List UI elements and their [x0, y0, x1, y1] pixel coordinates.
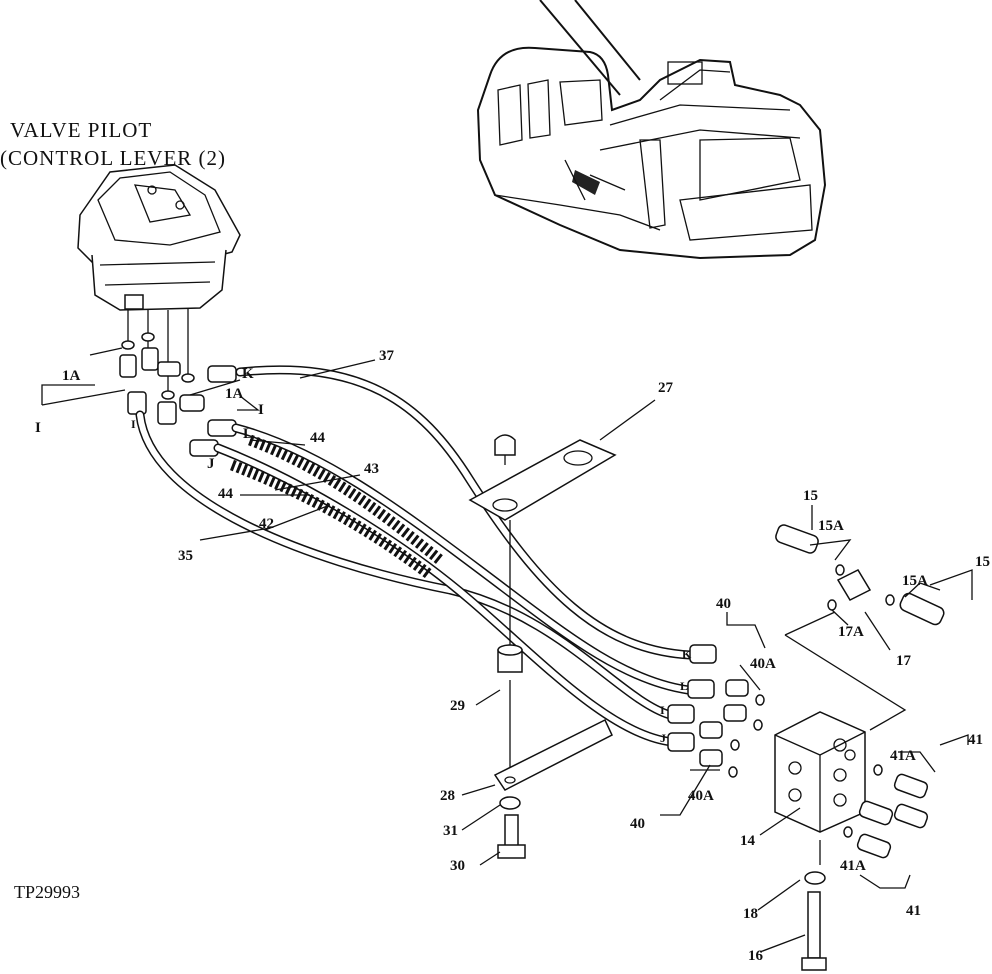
- leader-lines: [41, 347, 973, 953]
- callout-K-a: K: [242, 366, 254, 382]
- callout-15-a: 15: [803, 488, 818, 504]
- callout-1A-b: 1A: [225, 386, 244, 402]
- callout-44-b: 44: [218, 486, 234, 502]
- title-line-2: (CONTROL LEVER (2): [0, 146, 226, 170]
- callout-15A-a: 15A: [818, 518, 844, 534]
- pilot-fittings: [119, 332, 237, 457]
- callout-40-a: 40: [716, 596, 731, 612]
- valve-pilot: [77, 164, 241, 392]
- callout-43: 43: [364, 461, 379, 477]
- excavator-illustration: [476, 0, 827, 260]
- callout-41A-b: 41A: [840, 858, 866, 874]
- callout-41A-a: 41A: [890, 748, 916, 764]
- callout-14: 14: [740, 833, 756, 849]
- callout-J-b: J: [660, 731, 666, 745]
- callout-I-c: I: [258, 402, 264, 418]
- mounting-hardware: [468, 434, 827, 971]
- callout-29: 29: [450, 698, 465, 714]
- callout-30: 30: [450, 858, 465, 874]
- callout-J-a: J: [207, 456, 215, 472]
- callout-L-b: L: [680, 679, 688, 693]
- callout-35: 35: [178, 548, 193, 564]
- hose-guards: [230, 434, 444, 580]
- callout-I-d: I: [660, 703, 665, 717]
- pressure-switches: [775, 524, 945, 731]
- title-line-1: VALVE PILOT: [10, 118, 152, 142]
- callout-41-b: 41: [906, 903, 921, 919]
- callout-44-a: 44: [310, 430, 326, 446]
- manifold-block: [774, 711, 866, 833]
- callout-31: 31: [443, 823, 458, 839]
- callout-L-a: L: [243, 426, 253, 442]
- block-fittings: [667, 644, 765, 778]
- callout-28: 28: [440, 788, 455, 804]
- fittings-41: [843, 764, 929, 859]
- callout-42: 42: [259, 516, 274, 532]
- callout-27: 27: [658, 380, 674, 396]
- callout-40-b: 40: [630, 816, 645, 832]
- callout-15-b: 15: [975, 554, 990, 570]
- callout-17: 17: [896, 653, 912, 669]
- callout-40A-a: 40A: [750, 656, 776, 672]
- callout-40A-b: 40A: [688, 788, 714, 804]
- callout-15A-b: 15A: [902, 573, 928, 589]
- callout-18: 18: [743, 906, 758, 922]
- callout-16: 16: [748, 948, 764, 964]
- callout-41-a: 41: [968, 732, 983, 748]
- callout-K-b: K: [682, 647, 692, 661]
- callout-I-a: I: [35, 420, 41, 436]
- hoses: [135, 365, 695, 747]
- callout-17A: 17A: [838, 624, 864, 640]
- callout-I-b: I: [131, 417, 136, 431]
- figure-code: TP29993: [14, 882, 80, 902]
- callout-37: 37: [379, 348, 395, 364]
- callout-1A-a: 1A: [62, 368, 81, 384]
